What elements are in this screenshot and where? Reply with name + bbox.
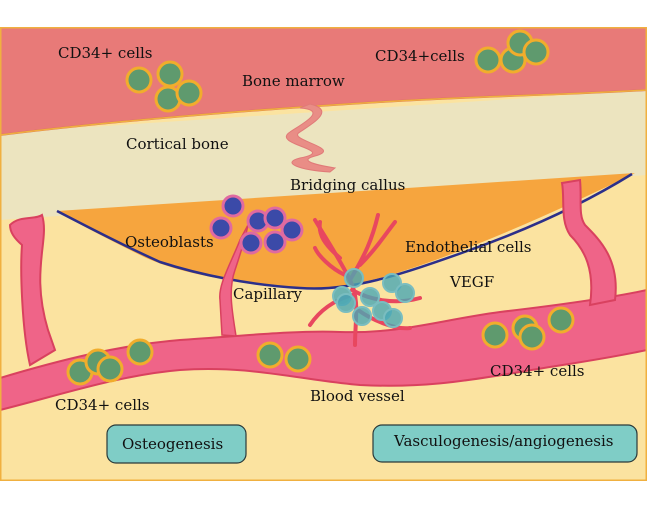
capillary [219,224,249,337]
label-cd34-top-left: CD34+ cells [58,44,153,62]
callus-boundary-line [56,172,633,290]
osteogenesis-label: Osteogenesis [122,435,223,453]
vessel-branch-left [8,213,57,367]
label-vegf: VEGF [449,273,494,291]
label-capillary: Capillary [233,285,303,303]
osteogenesis-box: Osteogenesis [106,424,247,464]
label-cd34-bottom-right: CD34+ cells [490,362,585,380]
cd34-cells [66,29,575,386]
blood-vessel [0,288,647,412]
label-bone-marrow: Bone marrow [242,72,345,90]
label-bridging-callus: Bridging callus [290,176,405,194]
vasculogenesis-box: Vasculogenesis/angiogenesis [372,424,638,463]
label-endothelial-cells: Endothelial cells [405,238,531,256]
label-blood-vessel: Blood vessel [310,387,405,405]
fracture-crack [286,103,337,173]
vasculogenesis-label: Vasculogenesis/angiogenesis [393,432,614,450]
label-cd34-top-right: CD34+cells [375,47,465,65]
bridging-callus-region [57,173,635,289]
cortical-bone-region [0,90,647,220]
osteoblast-cluster [209,194,304,255]
vegf-cluster [332,268,415,328]
vessel-branch-right [560,178,617,307]
label-cd34-bottom-left: CD34+ cells [55,396,150,414]
label-cortical-bone: Cortical bone [126,135,229,153]
label-osteoblasts: Osteoblasts [125,233,214,251]
